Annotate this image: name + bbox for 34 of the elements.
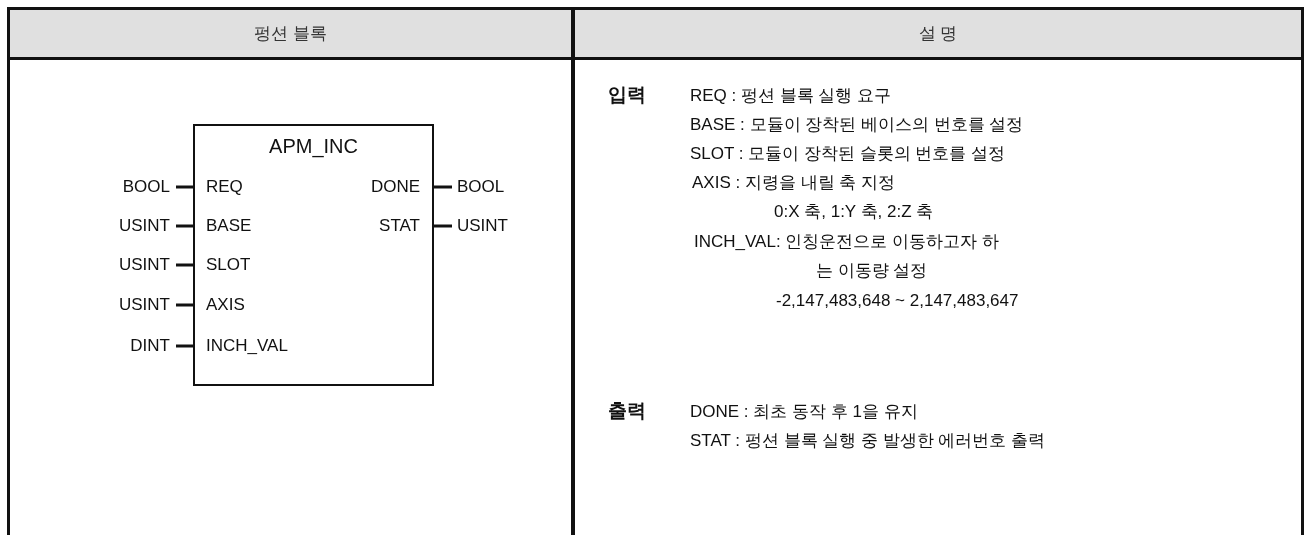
column-header: 설 명 <box>575 10 1301 57</box>
description-text: DONE : 최초 동작 후 1을 유지 <box>690 401 918 423</box>
description-text: 0:X 축, 1:Y 축, 2:Z 축 <box>774 201 934 223</box>
description-text: AXIS : 지령을 내릴 축 지정 <box>692 172 896 194</box>
data-type-label: DINT <box>130 335 176 357</box>
function-block <box>193 124 434 386</box>
column-header: 펑션 블록 <box>10 10 571 57</box>
data-type-label: USINT <box>452 215 508 237</box>
data-type-label: USINT <box>119 215 176 237</box>
connector-line <box>176 224 195 228</box>
data-type-label: BOOL <box>452 176 505 198</box>
section-label: 입력 <box>608 84 646 106</box>
description-text: INCH_VAL: 인칭운전으로 이동하고자 하는 이동량 설정 <box>694 231 1000 282</box>
section-label: 출력 <box>608 400 646 422</box>
description-text: STAT : 펑션 블록 실행 중 발생한 에러번호 출력 <box>690 430 1046 452</box>
input-pin-label: INCH_VAL <box>195 335 288 357</box>
input-pin-label: BASE <box>195 215 252 237</box>
input-pin-label: REQ <box>195 176 243 198</box>
connector-line <box>176 303 195 307</box>
connector-line <box>176 185 195 189</box>
data-type-label: USINT <box>119 254 176 276</box>
data-type-label: USINT <box>119 294 176 316</box>
output-pin-label: DONE <box>370 176 432 198</box>
block-title: APM_INC <box>268 135 359 157</box>
connector-line <box>176 344 195 348</box>
data-type-label: BOOL <box>122 176 176 198</box>
description-text: BASE : 모듈이 장착된 베이스의 번호를 설정 <box>690 114 1024 136</box>
connector-line <box>176 263 195 267</box>
input-pin-label: AXIS <box>195 294 245 316</box>
description-text: SLOT : 모듈이 장착된 슬롯의 번호를 설정 <box>690 143 1006 165</box>
description-text: REQ : 펑션 블록 실행 요구 <box>690 85 892 107</box>
output-pin-label: STAT <box>379 215 432 237</box>
input-pin-label: SLOT <box>195 254 251 276</box>
description-text: -2,147,483,648 ~ 2,147,483,647 <box>776 290 1019 312</box>
